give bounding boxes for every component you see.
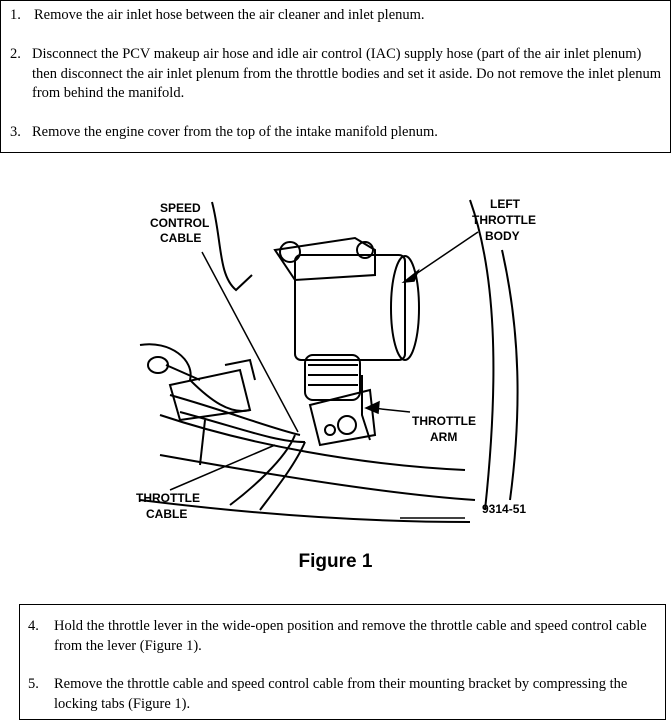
cable-loop-2 [259, 441, 306, 511]
arm-stud [324, 424, 336, 436]
figure-caption: Figure 1 [298, 551, 373, 572]
throttle-body-illustration: SPEED CONTROL CABLE LEFT THROTTLE BODY T… [136, 197, 536, 523]
mounting-bracket [168, 368, 252, 422]
label-speed-control-3: CABLE [160, 231, 201, 245]
leader-speed-control [201, 251, 299, 433]
cable-loop-1 [229, 434, 296, 506]
fender-arc-inner [501, 249, 519, 501]
hose [165, 364, 201, 381]
bracket-ear [224, 358, 256, 381]
throttle-top [273, 236, 376, 282]
label-throttle-arm-1: THROTTLE [412, 414, 476, 428]
bracket-post [199, 419, 206, 466]
label-left-throttle-3: BODY [485, 229, 520, 243]
arrow-throttle-arm [364, 400, 380, 415]
step-text: Hold the throttle lever in the wide-open… [54, 618, 647, 654]
label-speed-control-1: SPEED [160, 201, 201, 215]
label-throttle-cable-1: THROTTLE [136, 491, 200, 505]
instructions-box-top [0, 0, 671, 153]
housing-left-contour [211, 201, 253, 292]
floor-line-2 [159, 454, 476, 501]
floor-line-3 [139, 499, 471, 523]
arrow-left-throttle [401, 268, 420, 284]
throttle-arm [308, 388, 377, 447]
speed-control-cable-line [179, 411, 306, 443]
step-number: 1. [10, 7, 21, 23]
leader-left-throttle [409, 231, 479, 279]
side-support [361, 375, 371, 441]
step-number: 5. [28, 676, 39, 692]
iac-fitting [279, 241, 301, 263]
step-text: Remove the air inlet hose between the ai… [34, 7, 425, 23]
spring-ribs [308, 364, 358, 386]
step-number: 4. [28, 618, 39, 634]
sensor-bolt [356, 241, 374, 259]
step-number: 3. [10, 124, 21, 140]
label-left-throttle-1: LEFT [490, 197, 521, 211]
instructions-box-bottom [19, 604, 666, 720]
throttle-cable-line [169, 394, 301, 436]
throttle-body [294, 254, 406, 361]
step-text: Remove the engine cover from the top of … [32, 124, 438, 140]
step-text: Remove the throttle cable and speed cont… [54, 676, 628, 712]
hose-fitting [147, 356, 169, 374]
label-throttle-arm-2: ARM [430, 430, 457, 444]
label-speed-control-2: CONTROL [150, 216, 209, 230]
label-left-throttle-2: THROTTLE [472, 213, 536, 227]
spring-stack [304, 354, 361, 401]
leader-throttle-cable [169, 444, 276, 491]
floor-line-1 [159, 414, 466, 471]
arm-pivot [337, 415, 357, 435]
label-throttle-cable-2: CABLE [146, 507, 187, 521]
label-figure-code: 9314-51 [482, 502, 526, 516]
step-number: 2. [10, 46, 21, 62]
step-text: Disconnect the PCV makeup air hose and i… [32, 46, 661, 101]
throttle-bore [390, 255, 420, 361]
fender-arc-outer [469, 199, 495, 511]
